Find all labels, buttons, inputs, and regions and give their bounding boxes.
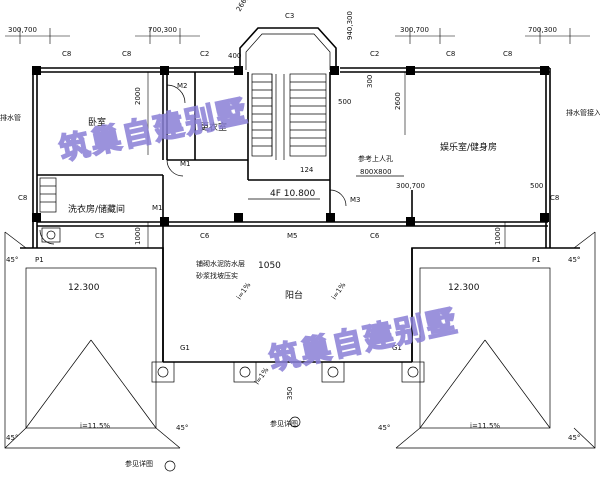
note-terrace-2: 砂浆找坡压实	[196, 271, 238, 280]
window-label-c3: C3	[285, 12, 294, 20]
door-label-m5: M5	[287, 232, 298, 240]
roof-slope-right: i=11.5%	[470, 422, 500, 430]
staircase: 124	[251, 73, 327, 174]
room-terrace: 阳台	[285, 289, 303, 301]
dim-500-a: 500	[338, 98, 351, 106]
window-label-c5: C5	[95, 232, 104, 240]
laundry-fixtures	[39, 177, 61, 243]
roof-level-left: 12.300	[68, 283, 100, 293]
pillar-p1-left: P1	[35, 256, 44, 264]
structural-columns	[32, 66, 549, 226]
level-label: 4F 10.800	[270, 189, 316, 199]
vertical-dimensions: 2000 1000 2600 1000 500 500 300 300,700 …	[134, 72, 543, 400]
roof-level-right: 12.300	[448, 283, 480, 293]
window-label-c6-1: C6	[200, 232, 210, 240]
dim-top-center-a: 266,800,266	[235, 0, 264, 13]
note-side-right: 排水管接入雨水口	[566, 108, 600, 117]
dim-v-left-lower: 1000	[134, 227, 142, 245]
right-roof: 12.300 i=11.5% P1 45° 45° 45°	[378, 231, 596, 449]
dim-top-right: 700,300	[528, 26, 557, 34]
roof-slope-left: i=11.5%	[80, 422, 110, 430]
angle-45-left-top: 45°	[6, 256, 18, 264]
dim-v-350: 350	[286, 387, 294, 400]
note-hatch-size: 800X800	[360, 168, 392, 176]
window-label-c8-6: C8	[550, 194, 559, 202]
window-label-c8-3: C8	[446, 50, 455, 58]
dim-top-left: 300,700	[8, 26, 37, 34]
note-slope-2: i=1%	[330, 281, 348, 301]
sub-level: 1050	[258, 261, 281, 271]
window-label-c6-2: C6	[370, 232, 380, 240]
dim-v-right: 1000	[494, 227, 502, 245]
room-laundry: 洗衣房/储藏间	[68, 203, 125, 215]
note-slope-1: i=1%	[235, 281, 253, 301]
dim-500-b: 500	[530, 182, 543, 190]
watermark-lower: 筑巢自建别墅	[266, 304, 461, 378]
door-label-m3: M3	[350, 196, 361, 204]
door-label-m1-b: M1	[152, 204, 163, 212]
angle-45-left-right: 45°	[176, 424, 188, 432]
left-roof: 12.300 i=11.5% P1 45° 45° 45°	[4, 231, 188, 449]
note-detail-1: 参见详图	[270, 419, 298, 428]
watermark-upper: 筑巢自建别墅	[56, 94, 251, 168]
dim-top-center-c: 940,300	[346, 11, 354, 40]
dim-300: 300	[366, 75, 374, 88]
angle-45-right-left: 45°	[378, 424, 390, 432]
door-label-m1-a: M1	[180, 160, 191, 168]
opening-labels: C8 C8 C2 C3 C2 C8 C8 C8 C8 C6 C6 C5 M1 M…	[18, 12, 559, 240]
dim-h-right: 300,700	[396, 182, 425, 190]
window-label-c2-right: C2	[370, 50, 379, 58]
dim-v-center: 2600	[394, 92, 402, 110]
window-label-c8-5: C8	[18, 194, 27, 202]
window-label-c8-1: C8	[62, 50, 71, 58]
door-label-m2: M2	[177, 82, 188, 90]
room-labels: 卧室 更衣室 洗衣房/储藏间 娱乐室/健身房 阳台 4F 10.800	[68, 116, 497, 301]
angle-45-right-bottom: 45°	[568, 434, 580, 442]
window-label-c2-left: C2	[200, 50, 209, 58]
window-label-c8-4: C8	[503, 50, 512, 58]
room-bedroom: 卧室	[88, 116, 106, 128]
window-label-c8-2: C8	[122, 50, 131, 58]
note-terrace-1: 铺砌水泥防水层	[196, 259, 245, 268]
note-detail-2: 参见详图	[125, 459, 153, 468]
angle-45-left-bottom: 45°	[6, 434, 18, 442]
doors	[39, 84, 347, 245]
dim-top-mid-right: 300,700	[400, 26, 429, 34]
room-closet: 更衣室	[200, 121, 227, 133]
dim-top-center-b: 400	[228, 52, 241, 60]
room-entertainment: 娱乐室/健身房	[440, 141, 497, 153]
dim-v-left-upper: 2000	[134, 87, 142, 105]
column-label-g1-right: G1	[392, 344, 402, 352]
walls	[32, 27, 551, 248]
column-label-g1-left: G1	[180, 344, 190, 352]
stair-number: 124	[300, 166, 314, 174]
dim-top-mid-left: 700,300	[148, 26, 177, 34]
note-hatch: 参考上人孔	[358, 154, 393, 163]
angle-45-right-top: 45°	[568, 256, 580, 264]
note-side-left: 排水管	[0, 113, 21, 122]
pillar-p1-right: P1	[532, 256, 541, 264]
